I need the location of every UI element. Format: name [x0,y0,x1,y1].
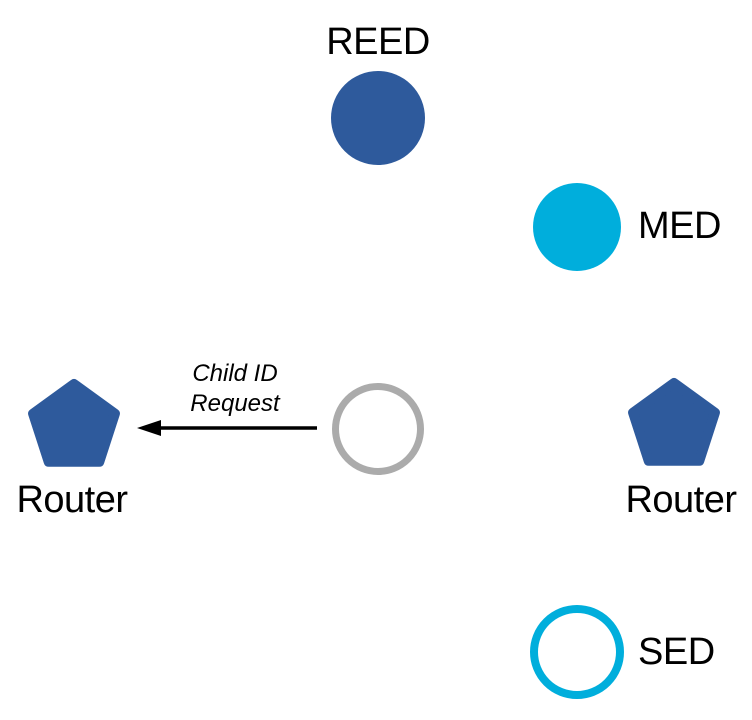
reed-circle-shape [331,71,425,165]
child-id-request-line2: Request [190,390,280,417]
child-id-request-label: Child ID Request [135,359,335,419]
router-right-pentagon-shape [628,378,720,466]
sed-node-label: SED [638,631,715,673]
router-left-pentagon-shape [28,379,120,467]
sed-circle-shape [530,605,624,699]
med-node-circle-icon [533,183,621,271]
joining-device-circle-shape [332,383,424,475]
joining-device-circle-icon [332,383,424,475]
child-id-request-arrow [137,420,317,436]
router-left-label: Router [16,479,128,521]
sed-node-circle-icon [530,605,624,699]
med-circle-shape [533,183,621,271]
router-left-pentagon-icon [28,379,120,467]
med-node-label: MED [638,205,721,247]
router-right-pentagon-icon [628,378,720,466]
reed-node-label: REED [326,21,430,63]
arrow-head-icon [137,420,161,436]
child-id-request-line1: Child ID [192,360,278,387]
router-right-label: Router [625,479,737,521]
reed-node-circle-icon [331,71,425,165]
